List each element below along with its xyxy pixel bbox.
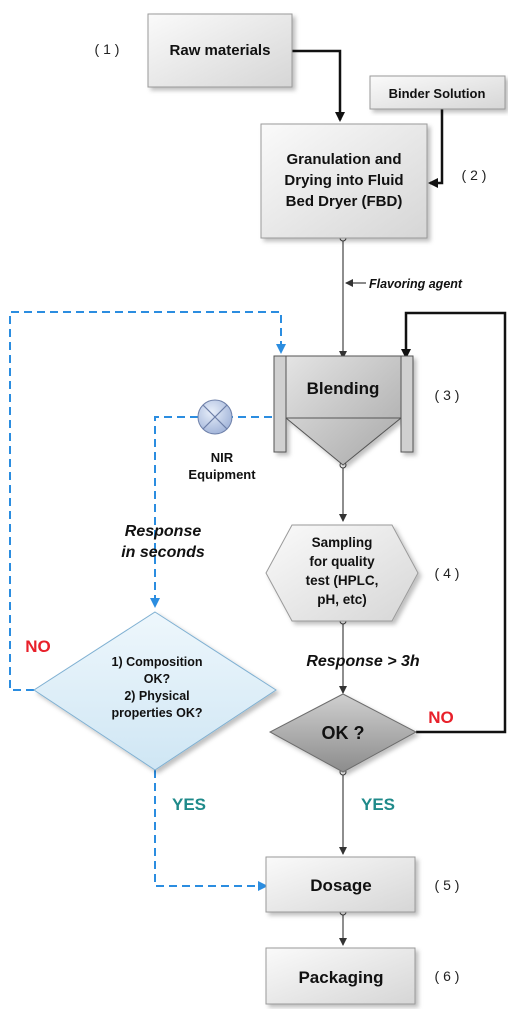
blending-label: Blending (307, 379, 380, 398)
sampling-label-line-2: for quality (309, 554, 375, 569)
sampling-label-line-3: test (HPLC, (306, 573, 379, 588)
composition-check-line-3: 2) Physical (124, 689, 189, 703)
granulation-label-line-1: Granulation and (286, 151, 401, 168)
step-number-4: ( 4 ) (435, 565, 460, 581)
response-3h-label: Response > 3h (306, 653, 420, 670)
dosage-box: Dosage (265, 856, 416, 913)
granulation-label-line-3: Bed Dryer (FBD) (286, 193, 403, 210)
composition-yes-label: YES (172, 795, 206, 814)
nir-label-line-2: Equipment (188, 467, 256, 482)
nir-label-line-1: NIR (211, 450, 234, 465)
step-number-2: ( 2 ) (462, 167, 487, 183)
sampling-label-line-1: Sampling (312, 535, 373, 550)
connector-binder-to-granulation (428, 108, 444, 188)
response-seconds-line-2: in seconds (121, 544, 205, 561)
dosage-label: Dosage (310, 876, 371, 895)
granulation-box: Granulation and Drying into Fluid Bed Dr… (260, 123, 428, 239)
composition-check-line-2: OK? (144, 672, 170, 686)
step-number-6: ( 6 ) (435, 968, 460, 984)
composition-check-line-1: 1) Composition (112, 655, 203, 669)
ok-yes-label: YES (361, 795, 395, 814)
binder-solution-label: Binder Solution (389, 86, 486, 101)
sampling-hexagon: Sampling for quality test (HPLC, pH, etc… (265, 524, 419, 622)
packaging-label: Packaging (298, 968, 383, 987)
connector-composition-yes-to-dosage (154, 770, 268, 891)
ok-check-label: OK ? (322, 723, 365, 743)
connector-nir-to-composition-check (155, 416, 272, 606)
composition-check-line-4: properties OK? (112, 706, 203, 720)
ok-check-diamond: OK ? (268, 693, 418, 773)
connector-composition-no-loop (9, 311, 286, 691)
step-number-5: ( 5 ) (435, 877, 460, 893)
nir-sensor-icon (197, 399, 233, 435)
composition-no-label: NO (25, 637, 51, 656)
step-number-3: ( 3 ) (435, 387, 460, 403)
ok-no-label: NO (428, 708, 454, 727)
connector-raw-to-granulation (292, 49, 345, 122)
granulation-label-line-2: Drying into Fluid (284, 172, 403, 189)
blending-hopper (273, 355, 414, 466)
raw-materials-label: Raw materials (170, 42, 271, 59)
flavoring-agent-label: Flavoring agent (369, 277, 463, 291)
step-number-1: ( 1 ) (95, 41, 120, 57)
sampling-label-line-4: pH, etc) (317, 592, 367, 607)
composition-check-diamond: 1) Composition OK? 2) Physical propertie… (33, 611, 277, 771)
connector-ok-no-loop (401, 311, 507, 734)
packaging-box: Packaging (265, 947, 416, 1005)
response-seconds-line-1: Response (125, 523, 202, 540)
binder-solution-box: Binder Solution (369, 75, 506, 110)
raw-materials-box: Raw materials (147, 13, 293, 88)
